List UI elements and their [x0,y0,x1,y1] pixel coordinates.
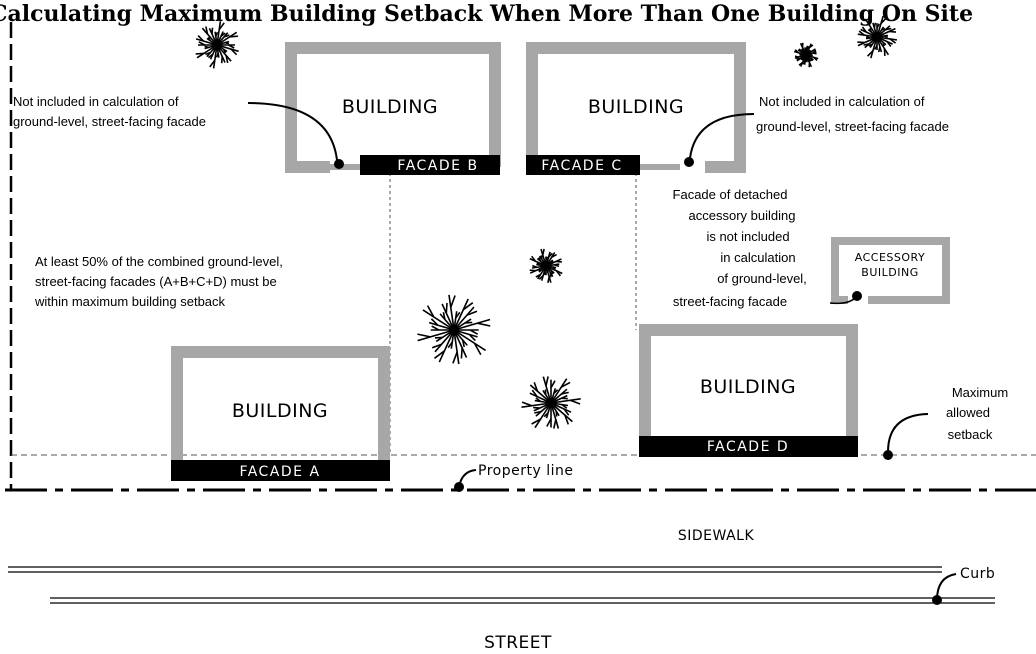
building-a: FACADE A BUILDING [171,346,390,481]
curb-label: Curb [960,566,995,582]
right-note-leader [689,113,755,159]
building-b-wall [285,42,501,173]
tree-icon [195,21,239,69]
building-c-wall [526,42,746,173]
accessory-label-line-2: BUILDING [861,266,918,279]
max-setback-dot [883,450,893,460]
accessory-note-line-2: accessory building [689,208,796,223]
facade-d-bar [639,436,858,457]
property-line-label: Property line [478,463,573,479]
facade-a-bar [171,460,390,481]
facade-a-label: FACADE A [239,464,320,480]
left-note-line-1: Not included in calculation of [13,94,179,109]
right-exclusion-note: Not included in calculation of ground-le… [684,94,949,167]
accessory-note-line-5: of ground-level, [717,271,807,286]
accessory-note-line-6: street-facing facade [673,294,787,309]
left-note-line-2: ground-level, street-facing facade [13,114,206,129]
accessory-building-wall [831,237,950,304]
right-note-line-1: Not included in calculation of [759,94,925,109]
building-c: FACADE C BUILDING [526,42,746,175]
tree-icon [417,294,491,365]
tree-icon [793,42,819,68]
property-line-leader [458,469,477,488]
street-label: STREET [484,633,552,653]
tree-icon [521,376,581,429]
trees-group [195,15,898,429]
accessory-building: ACCESSORY BUILDING [829,237,950,305]
max-setback-line-3: setback [948,427,993,442]
max-setback-line-2: allowed [946,405,990,420]
facade-c-label: FACADE C [541,158,622,174]
diagram-title: Calculating Maximum Building Setback Whe… [0,1,973,27]
facade-b-label: FACADE B [397,158,478,174]
building-d-wall [639,324,858,442]
left-note-dot [334,159,344,169]
building-b: FACADE B BUILDING [285,42,501,175]
building-b-label: BUILDING [342,96,438,118]
max-setback-leader [887,413,929,453]
max-setback-line-1: Maximum [952,385,1008,400]
rule-line-2: street-facing facades (A+B+C+D) must be [35,274,277,289]
accessory-note: Facade of detached accessory building is… [673,187,807,309]
right-note-dot [684,157,694,167]
facade-b-bar [360,155,500,175]
building-d-label: BUILDING [700,376,796,398]
rule-line-1: At least 50% of the combined ground-leve… [35,254,283,269]
left-exclusion-note: Not included in calculation of ground-le… [13,94,344,169]
accessory-note-line-1: Facade of detached [673,187,788,202]
facade-d-label: FACADE D [707,439,789,455]
accessory-label-line-1: ACCESSORY [855,251,925,264]
accessory-note-line-3: is not included [706,229,789,244]
building-a-label: BUILDING [232,400,328,422]
left-note-leader [247,102,338,161]
tree-icon [529,248,563,283]
building-c-label: BUILDING [588,96,684,118]
tree-icon [857,15,898,59]
accessory-leader [829,295,858,305]
sidewalk-label: SIDEWALK [678,528,755,544]
building-d: FACADE D BUILDING [639,324,858,457]
facade-c-bar [526,155,640,175]
combined-facade-rule: At least 50% of the combined ground-leve… [34,254,283,309]
building-a-wall [171,346,390,465]
right-note-line-2: ground-level, street-facing facade [756,119,949,134]
max-setback-note: Maximum allowed setback [883,385,1008,460]
curb-leader [936,573,957,601]
accessory-note-line-4: in calculation [720,250,795,265]
rule-line-3: within maximum building setback [34,294,226,309]
